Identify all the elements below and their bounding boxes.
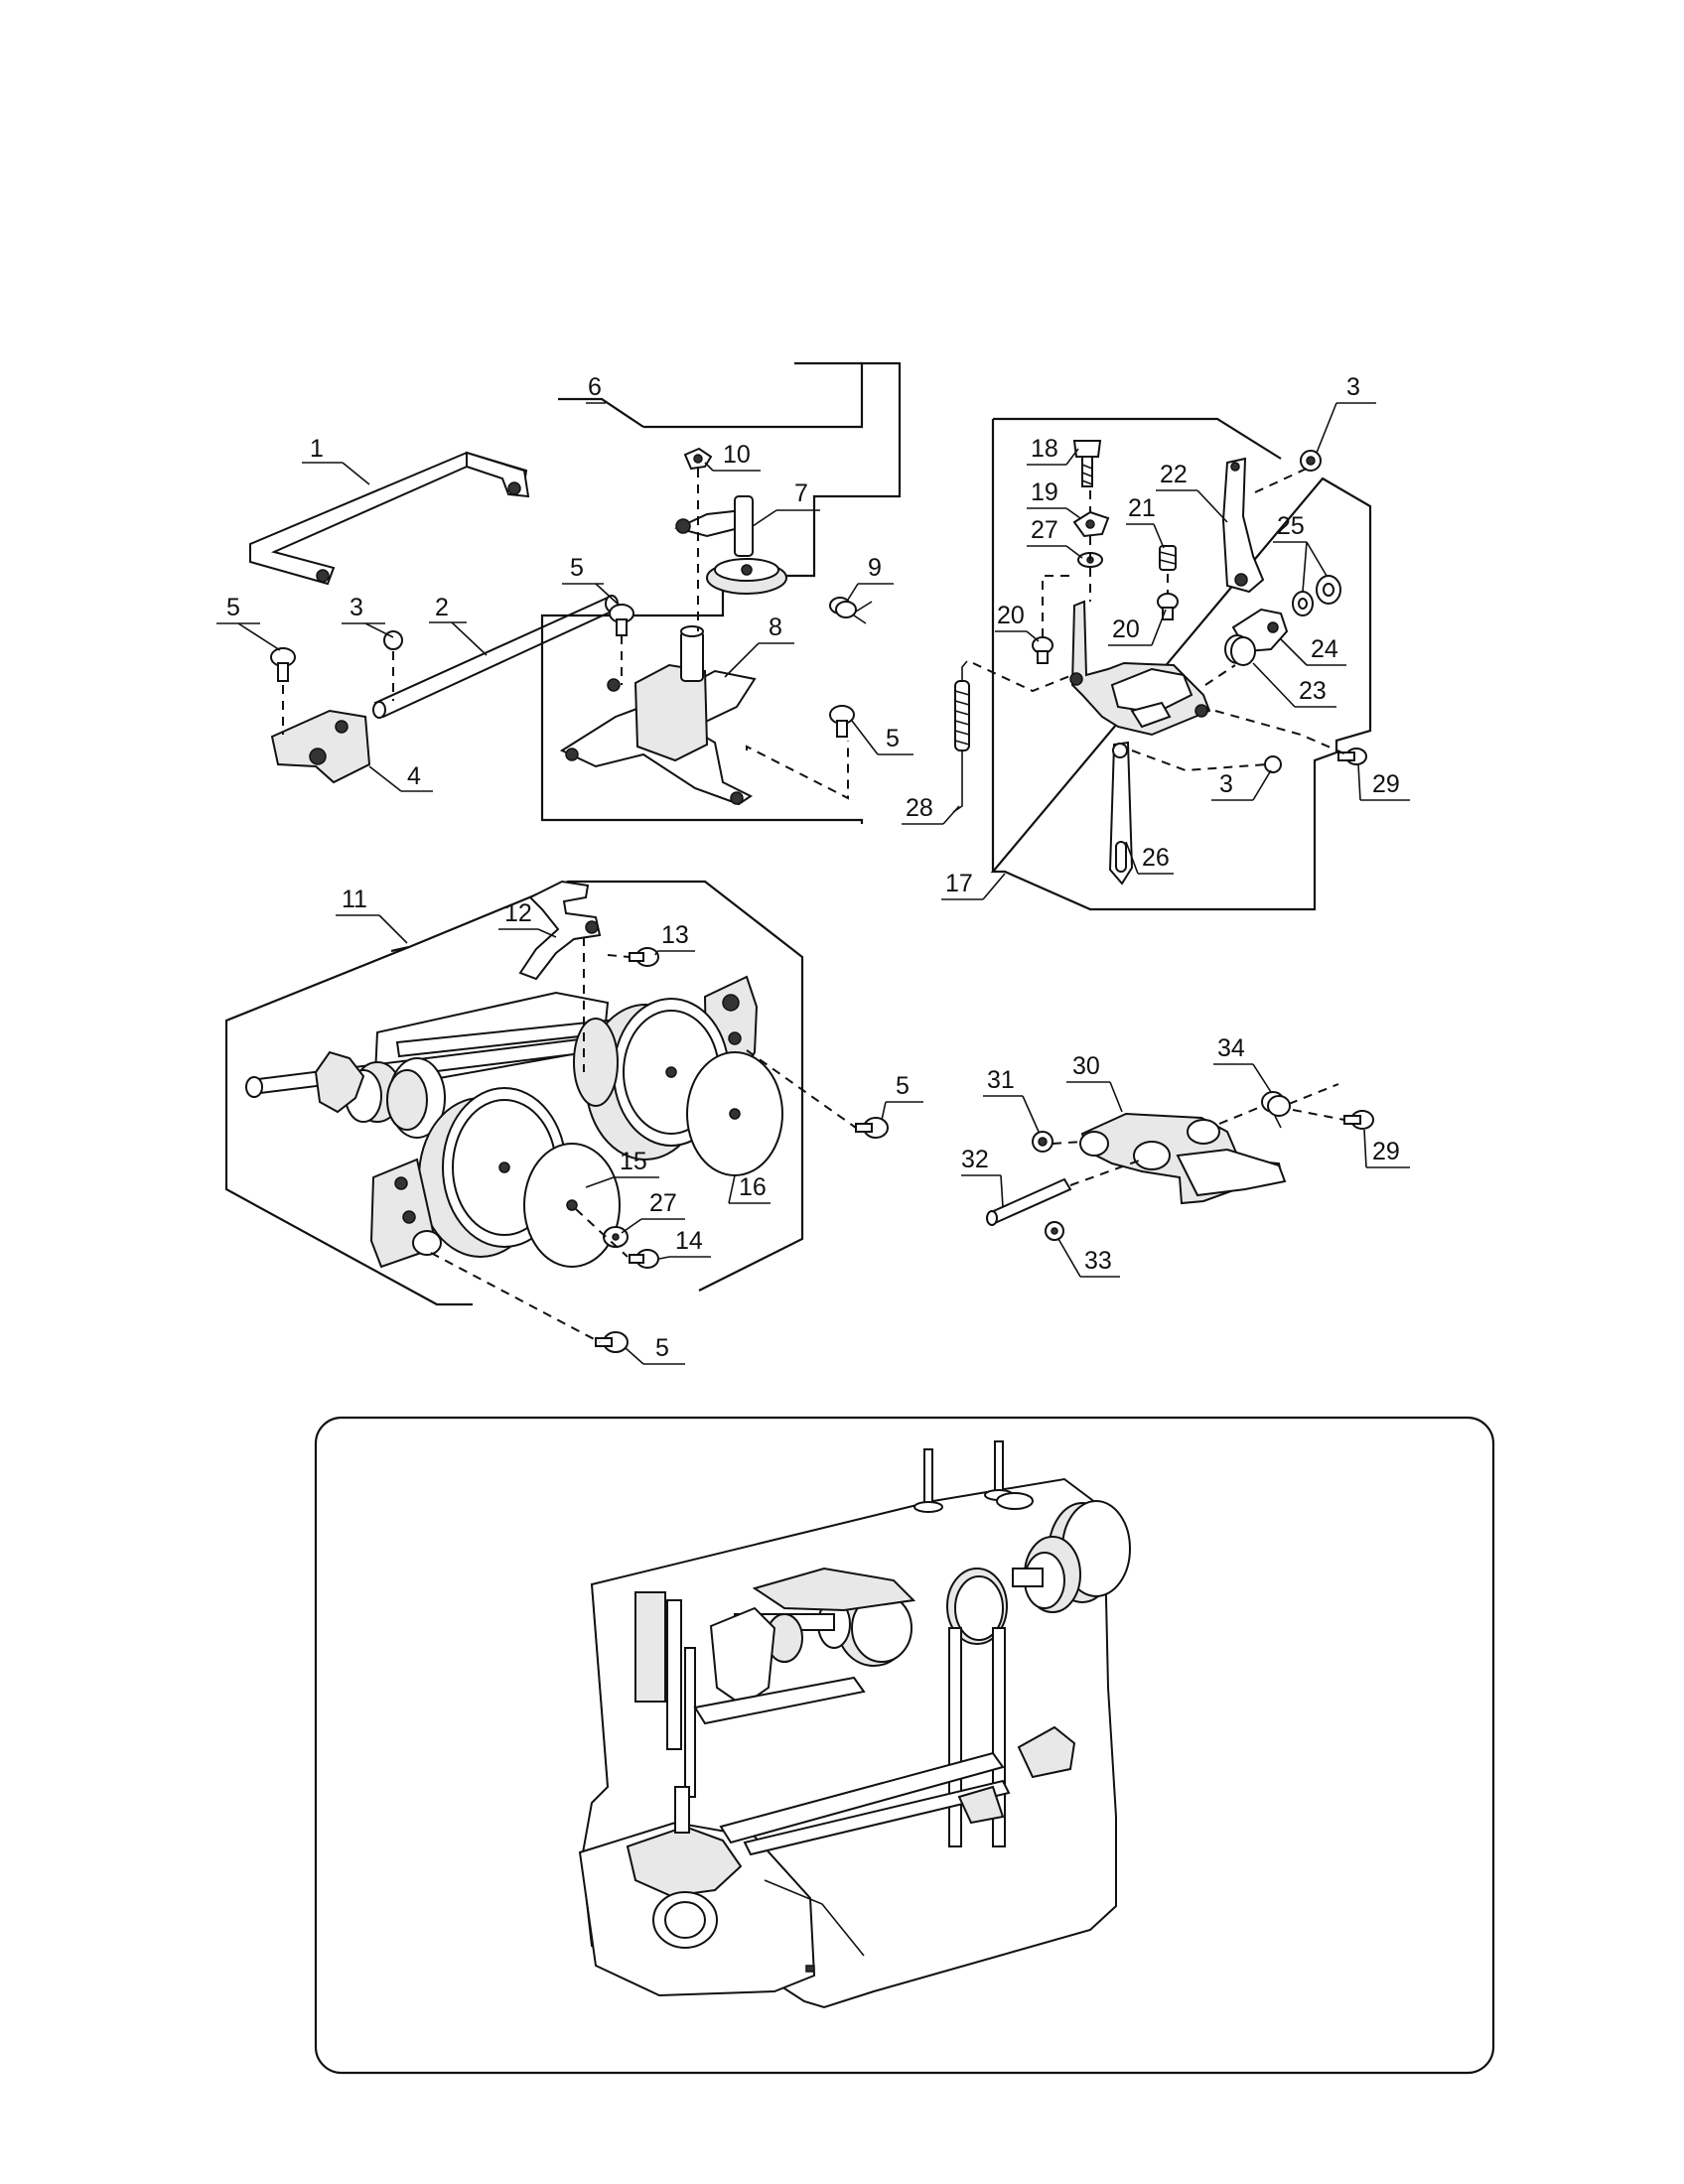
machine-overview-inset bbox=[314, 1416, 1495, 2075]
large-gear-b bbox=[418, 1087, 567, 1258]
part-7-spindle bbox=[674, 495, 787, 595]
callout-5: 5 bbox=[896, 1072, 910, 1100]
part-29-screw-a bbox=[1337, 748, 1367, 765]
part-20-screw-a bbox=[1157, 593, 1179, 620]
lower-shafts bbox=[719, 1627, 1076, 1856]
callout-3: 3 bbox=[1219, 770, 1233, 798]
part-29-screw-b bbox=[1343, 1110, 1374, 1130]
callout-5: 5 bbox=[570, 554, 584, 582]
callout-11: 11 bbox=[342, 886, 367, 913]
callout-1: 1 bbox=[310, 435, 324, 463]
callout-12: 12 bbox=[504, 899, 532, 927]
part-5-screw-e bbox=[595, 1331, 629, 1353]
presser-bar-lifter-group bbox=[216, 451, 619, 792]
part-5-screw-d bbox=[855, 1117, 889, 1139]
callout-26: 26 bbox=[1142, 844, 1170, 872]
callout-18: 18 bbox=[1031, 435, 1058, 463]
part-34-spring bbox=[1261, 1091, 1291, 1129]
part-12-lever bbox=[518, 880, 602, 981]
callout-16: 16 bbox=[739, 1173, 767, 1201]
callout-2: 2 bbox=[435, 594, 449, 621]
callout-5: 5 bbox=[655, 1334, 669, 1362]
callout-14: 14 bbox=[675, 1227, 703, 1255]
assembly-17-outline bbox=[990, 417, 1372, 911]
part-14-screw bbox=[629, 1249, 659, 1269]
part-5-screw-c bbox=[829, 705, 855, 738]
callout-5: 5 bbox=[226, 594, 240, 621]
part-13-screw bbox=[629, 947, 659, 967]
callout-labels: 1 2 3 4 5 5 6 7 8 9 10 5 3 18 19 27 20 2… bbox=[226, 373, 1400, 1362]
callout-9: 9 bbox=[868, 554, 882, 582]
callout-3: 3 bbox=[350, 594, 363, 621]
part-28-spring bbox=[952, 660, 970, 813]
callout-30: 30 bbox=[1072, 1052, 1100, 1080]
needle-bar-mechanism bbox=[634, 1591, 866, 1798]
callout-5: 5 bbox=[886, 725, 900, 752]
part-3-ring-c bbox=[1264, 755, 1282, 773]
callout-22: 22 bbox=[1160, 461, 1188, 488]
callout-34: 34 bbox=[1217, 1034, 1245, 1062]
callout-6: 6 bbox=[588, 373, 602, 401]
callout-4: 4 bbox=[407, 762, 421, 790]
callout-27: 27 bbox=[649, 1189, 677, 1217]
bobbin-area bbox=[626, 1786, 743, 1949]
callout-33: 33 bbox=[1084, 1247, 1112, 1275]
part-5-screw-b bbox=[609, 604, 634, 636]
callout-7: 7 bbox=[794, 479, 808, 507]
part-4-bracket bbox=[270, 709, 371, 784]
callout-19: 19 bbox=[1031, 478, 1058, 506]
handwheel bbox=[1012, 1500, 1131, 1613]
part-18-screw bbox=[1072, 440, 1102, 487]
part-20-screw-b bbox=[1032, 636, 1053, 664]
part-23-spring bbox=[1224, 634, 1256, 666]
internal-gears bbox=[734, 1567, 1008, 1667]
callout-25: 25 bbox=[1277, 512, 1305, 540]
callout-29: 29 bbox=[1372, 770, 1400, 798]
callout-28: 28 bbox=[906, 794, 933, 822]
callout-27: 27 bbox=[1031, 516, 1058, 544]
presser-lever-group bbox=[961, 1063, 1410, 1278]
callout-21: 21 bbox=[1128, 494, 1156, 522]
callout-20: 20 bbox=[1112, 615, 1140, 643]
callout-17: 17 bbox=[945, 870, 973, 897]
callout-32: 32 bbox=[961, 1146, 989, 1173]
callout-29: 29 bbox=[1372, 1138, 1400, 1165]
callout-10: 10 bbox=[723, 441, 751, 469]
gear-assembly-11 bbox=[224, 880, 923, 1365]
inset-frame bbox=[314, 1416, 1495, 2075]
callout-31: 31 bbox=[987, 1066, 1015, 1094]
part-21-screw bbox=[1159, 545, 1177, 571]
callout-13: 13 bbox=[661, 921, 689, 949]
part-9-spring bbox=[829, 597, 873, 624]
callout-24: 24 bbox=[1311, 635, 1338, 663]
callout-3: 3 bbox=[1346, 373, 1360, 401]
bobbin-winder-assembly-6 bbox=[540, 361, 913, 824]
callout-20: 20 bbox=[997, 602, 1025, 629]
spool-pins bbox=[913, 1440, 1034, 1513]
part-22-lever bbox=[1221, 457, 1265, 594]
assembly-17-group bbox=[902, 402, 1410, 911]
callout-23: 23 bbox=[1299, 677, 1327, 705]
part-5-screw bbox=[270, 647, 296, 682]
callout-8: 8 bbox=[769, 614, 782, 641]
callout-15: 15 bbox=[620, 1148, 647, 1175]
